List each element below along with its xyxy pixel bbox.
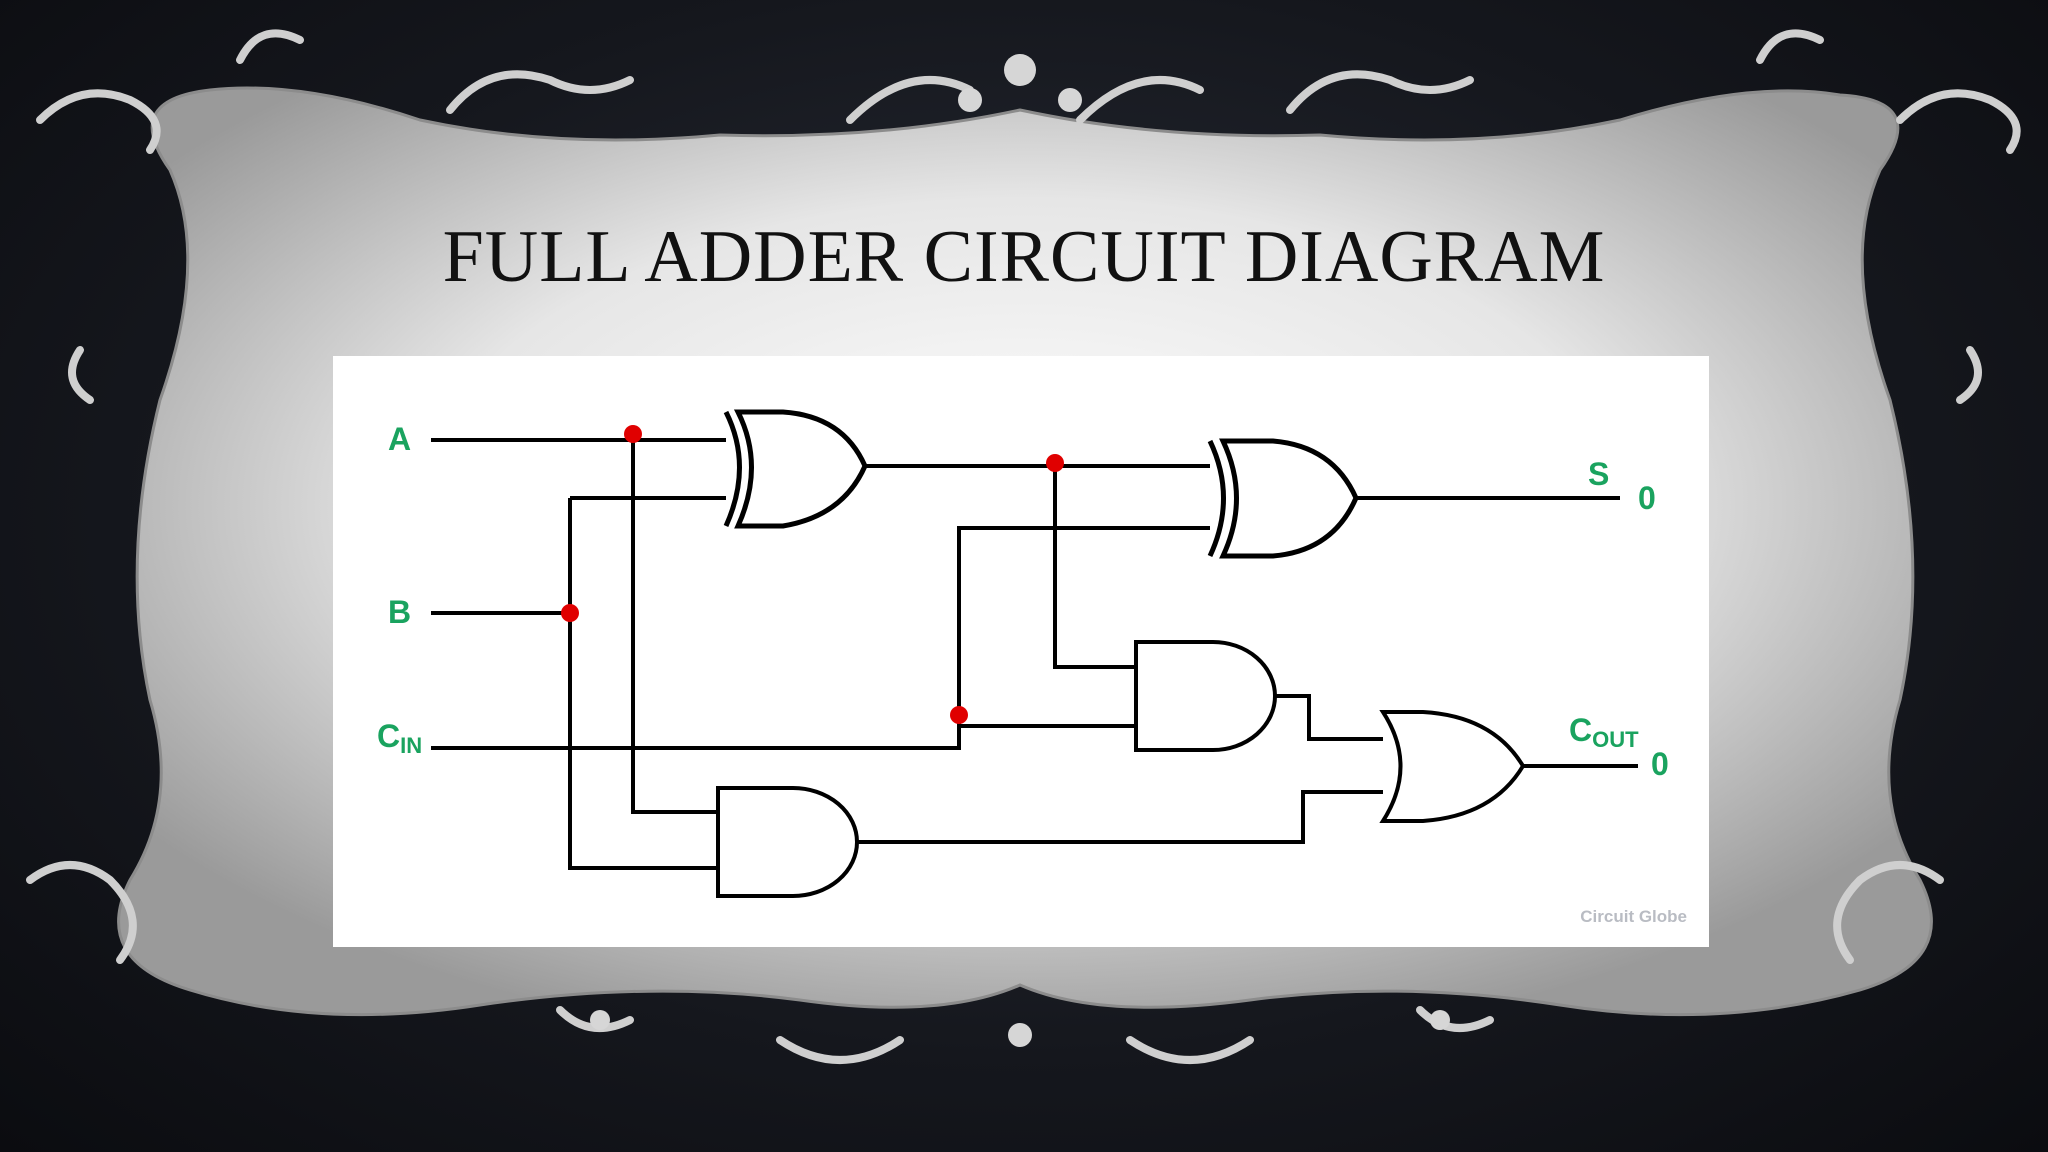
junction-xor1-out: [1046, 454, 1064, 472]
circuit-diagram-panel: A B CIN S 0 COUT 0 Circuit Globe: [333, 356, 1709, 947]
junction-a: [624, 425, 642, 443]
output-label-sum: S: [1588, 456, 1610, 492]
output-label-cout: COUT: [1569, 712, 1639, 752]
input-label-b: B: [388, 594, 412, 630]
junction-cin: [950, 706, 968, 724]
input-label-cin: CIN: [377, 718, 423, 758]
or-gate: [1379, 710, 1526, 823]
full-adder-circuit: [431, 409, 1638, 898]
wire-xor1-to-and1: [1053, 466, 1136, 669]
wire-and2-out: [856, 790, 1383, 844]
output-value-cout: 0: [1651, 746, 1669, 782]
and-gate-2: [716, 786, 859, 898]
watermark: Circuit Globe: [1580, 907, 1687, 926]
junction-b: [561, 604, 579, 622]
ornament-crest: [590, 54, 1450, 1047]
junction-dots: [561, 425, 1064, 724]
input-label-a: A: [388, 421, 412, 457]
wire-and1-out: [1275, 694, 1383, 741]
and-gate-1: [1134, 640, 1277, 752]
wire-a-vertical: [631, 440, 726, 814]
xor-gate-1: [723, 409, 868, 529]
ornament-swirls: [26, 29, 2021, 1064]
xor-gate-2: [1207, 438, 1359, 559]
output-value-sum: 0: [1638, 480, 1656, 516]
slide-title: FULL ADDER CIRCUIT DIAGRAM: [442, 216, 1606, 298]
wire-cin: [431, 724, 1136, 750]
wire-cin-to-xor2: [957, 526, 1210, 726]
